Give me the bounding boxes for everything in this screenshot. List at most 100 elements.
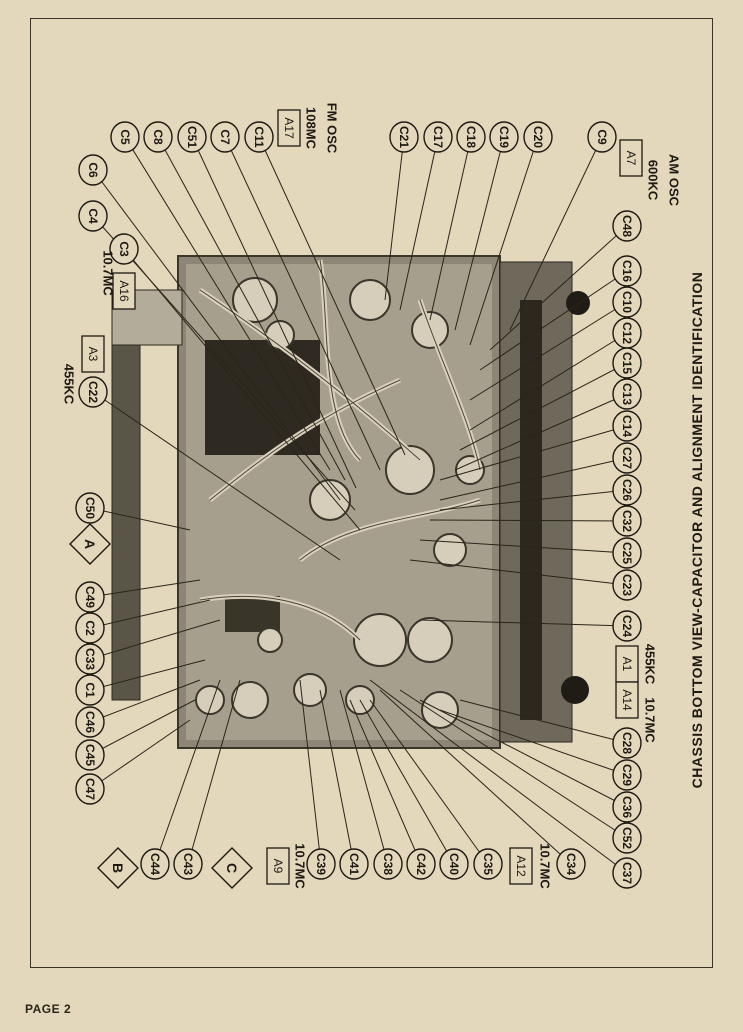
capacitor-callout: C37 [612,857,642,889]
leader-c10 [469,301,628,401]
leader-c50 [89,507,191,531]
capacitor-label: C22 [86,381,100,403]
capacitor-label: C48 [620,215,634,237]
leader-c18 [429,136,472,321]
leader-c20 [469,136,539,346]
capacitor-label: C34 [564,853,578,875]
alignment-id: A12 [514,855,528,877]
chassis-photo [111,255,590,749]
capacitor-callout: C19 [489,121,519,153]
leader-c36 [419,699,628,808]
capacitor-callout: C5 [110,121,140,153]
capacitor-label: C25 [620,542,634,564]
leader-c23 [409,559,628,586]
capacitor-callout: C6 [78,154,108,186]
capacitor-label: C8 [151,129,165,145]
capacitor-label: C16 [620,260,634,282]
leader-c44 [154,679,221,865]
capacitor-label: C49 [83,586,97,608]
capacitor-callout: C51 [177,121,207,153]
capacitor-label: C46 [83,711,97,733]
capacitor-label: C2 [83,620,97,636]
capacitor-label: C50 [83,497,97,519]
capacitor-label: C44 [148,853,162,875]
alignment-point: A17 108MC FM OSC [277,103,340,154]
capacitor-callout: C7 [210,121,240,153]
capacitor-callout: C39 [306,848,336,880]
alignment-frequency: 10.7MC [643,697,658,743]
capacitor-callout: C18 [456,121,486,153]
capacitor-label: C35 [481,853,495,875]
leader-c26 [439,489,628,511]
leader-c46 [89,679,201,723]
leader-c24 [419,619,628,627]
leader-c7 [224,136,381,471]
leader-c4 [92,215,356,511]
leader-c51 [191,136,357,489]
leader-c16 [479,270,628,371]
capacitor-label: C3 [117,241,131,257]
alignment-function: AM OSC [667,154,682,207]
leader-c25 [419,539,628,554]
leader-c49 [89,579,201,598]
alignment-id: A3 [86,347,100,362]
capacitor-label: C7 [218,129,232,145]
alignment-function: FM OSC [325,103,340,154]
alignment-id: A17 [282,117,296,139]
capacitor-label: C14 [620,415,634,437]
leader-c1 [89,659,206,691]
capacitor-callout: C17 [423,121,453,153]
capacitor-label: C18 [464,126,478,148]
alignment-frequency: 600KC [646,160,661,201]
leader-c35 [369,699,489,865]
alignment-id: A9 [271,859,285,874]
capacitor-label: C15 [620,352,634,374]
capacitor-label: C4 [86,208,100,224]
capacitor-callout: C49 [75,581,105,613]
capacitor-label: C27 [620,447,634,469]
leader-c43 [187,679,241,865]
leader-c15 [459,362,628,451]
alignment-frequency: 10.7MC [538,843,553,889]
capacitor-callout: C28 [612,727,642,759]
capacitor-label: C42 [414,853,428,875]
capacitor-callout: C10 [612,286,642,318]
leader-c6 [92,169,341,501]
capacitor-callout: C34 [556,848,586,880]
capacitor-callout: C45 [75,739,105,771]
capacitor-label: C38 [381,853,395,875]
capacitor-callout: C33 [75,643,105,675]
capacitor-label: C28 [620,732,634,754]
capacitor-callout: C15 [612,347,642,379]
leader-c48 [489,225,628,351]
capacitor-callout: C44 [140,848,170,880]
capacitor-callout: C38 [373,848,403,880]
leader-c21 [384,136,405,301]
page-title: CHASSIS BOTTOM VIEW-CAPACITOR AND ALIGNM… [689,272,705,789]
capacitor-callout: C43 [173,848,203,880]
leader-c13 [454,393,628,471]
capacitor-label: C21 [397,126,411,148]
capacitor-callout: C22 [78,376,108,408]
capacitor-label: C23 [620,574,634,596]
diamond-label: B [110,863,126,873]
capacitor-callout: C42 [406,848,436,880]
leader-c9 [509,136,603,331]
leader-c14 [439,425,628,481]
capacitor-callout: C9 [587,121,617,153]
capacitor-callout: C14 [612,410,642,442]
leader-c37 [369,679,628,874]
capacitor-callout: C32 [612,505,642,537]
leader-c11 [258,136,406,456]
leader-c40 [359,699,455,865]
capacitor-label: C6 [86,162,100,178]
alignment-frequency: 108MC [304,107,319,150]
capacitor-label: C37 [620,862,634,884]
leader-c2 [89,599,211,629]
